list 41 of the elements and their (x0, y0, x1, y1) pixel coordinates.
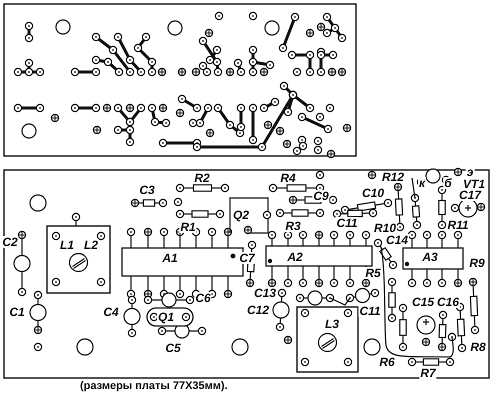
component-label: C4 (102, 306, 120, 318)
component-label: R6 (378, 356, 396, 368)
component-label: C14 (385, 234, 409, 246)
component-label: C3 (138, 184, 156, 196)
component-label: Q1 (157, 311, 175, 323)
component-label: L2 (83, 239, 99, 251)
component-label: VT1 (462, 178, 486, 190)
component-label: C17 (458, 189, 482, 201)
component-label: C9 (312, 190, 330, 202)
component-label: R4 (279, 172, 297, 184)
component-label: R1 (179, 221, 197, 233)
component-label: A2 (286, 251, 304, 263)
component-label: C15 (411, 296, 435, 308)
component-label: A1 (161, 252, 179, 264)
component-label: к (418, 177, 426, 189)
component-label: Q2 (232, 209, 250, 221)
component-label: C2 (1, 236, 19, 248)
component-label: R8 (469, 341, 487, 353)
component-label: C7 (238, 252, 256, 264)
component-label: C16 (436, 296, 460, 308)
component-label: C6 (194, 292, 212, 304)
component-label: R5 (364, 267, 382, 279)
component-label: C1 (8, 306, 26, 318)
component-label: C13 (253, 287, 277, 299)
component-label: R2 (193, 172, 211, 184)
component-label: б (443, 177, 453, 189)
component-label: L1 (59, 239, 75, 251)
component-label: R7 (419, 367, 437, 379)
component-label: A3 (421, 251, 439, 263)
component-label: C10 (361, 187, 385, 199)
component-label: R3 (284, 220, 302, 232)
component-label: L3 (324, 318, 340, 330)
component-label: R9 (468, 257, 486, 269)
component-label: C12 (246, 304, 270, 316)
component-label: R12 (381, 171, 405, 183)
component-label: R10 (373, 222, 397, 234)
caption: (размеры платы 77X35мм). (80, 380, 228, 392)
component-label: э (466, 166, 474, 178)
component-label: R11 (446, 219, 470, 231)
component-label: C11 (358, 305, 382, 317)
component-label: C5 (164, 342, 182, 354)
